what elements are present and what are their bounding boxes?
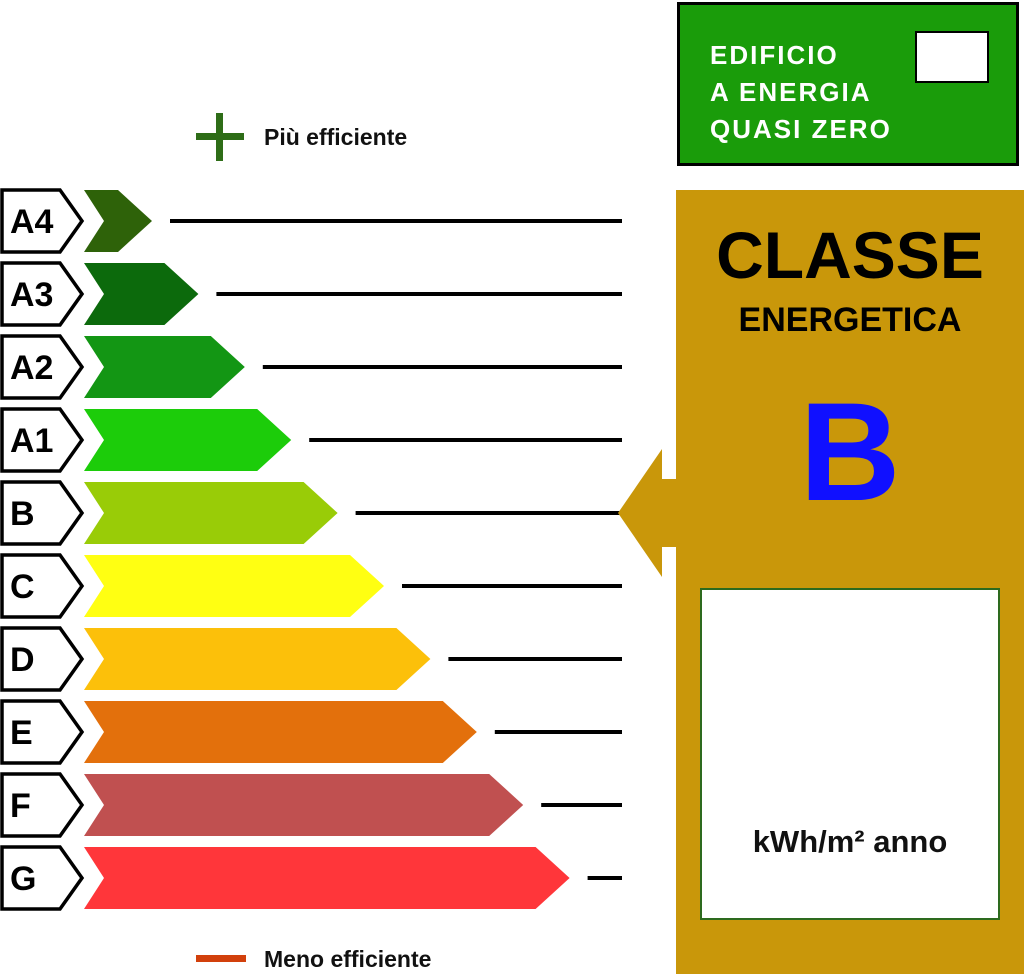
class-tag-a3 [0, 261, 85, 327]
class-bar-e [84, 701, 477, 763]
class-label-a2: A2 [10, 349, 53, 387]
nzeb-label: EDIFICIO A ENERGIA QUASI ZERO [710, 40, 892, 144]
class-tag-f [0, 772, 85, 838]
class-title: CLASSE [716, 218, 984, 292]
leader-line-a1 [309, 438, 622, 442]
class-tag-a2 [0, 334, 85, 400]
class-tag-e [0, 699, 85, 765]
class-tag-d [0, 626, 85, 692]
class-label-a4: A4 [10, 203, 54, 241]
class-row-b: B [0, 480, 622, 546]
class-bar-a3 [84, 263, 199, 325]
class-row-a1: A1 [0, 407, 622, 473]
leader-line-f [541, 803, 622, 807]
class-label-c: C [10, 568, 35, 606]
class-bar-g [84, 847, 570, 909]
leader-line-d [448, 657, 622, 661]
class-label-e: E [10, 714, 33, 752]
class-row-a3: A3 [0, 261, 622, 327]
class-row-g: G [0, 845, 622, 911]
class-tag-b [0, 480, 85, 546]
class-row-f: F [0, 772, 622, 838]
leader-line-b [355, 511, 622, 515]
energy-value-box: kWh/m² anno [700, 588, 1000, 920]
class-label-f: F [10, 787, 31, 825]
class-row-e: E [0, 699, 622, 765]
leader-line-e [494, 730, 622, 734]
class-label-a1: A1 [10, 422, 53, 460]
current-energy-class: B [799, 373, 901, 530]
class-label-a3: A3 [10, 276, 53, 314]
class-tag-a1 [0, 407, 85, 473]
leader-line-a3 [216, 292, 622, 296]
class-bar-d [84, 628, 431, 690]
nzeb-checkbox[interactable] [915, 31, 989, 83]
more-efficient-label: Più efficiente [264, 124, 407, 150]
nzeb-box: EDIFICIO A ENERGIA QUASI ZERO [677, 2, 1019, 166]
class-bar-a1 [84, 409, 292, 471]
less-efficient-label: Meno efficiente [264, 946, 431, 972]
class-subtitle: ENERGETICA [738, 301, 962, 339]
class-label-d: D [10, 641, 35, 679]
class-bar-a4 [84, 190, 152, 252]
class-bar-b [84, 482, 338, 544]
class-label-g: G [10, 860, 36, 898]
class-tag-a4 [0, 188, 85, 254]
class-row-d: D [0, 626, 622, 692]
current-class-pointer-arrow [618, 449, 680, 577]
leader-line-c [402, 584, 622, 588]
class-tag-g [0, 845, 85, 911]
class-tag-c [0, 553, 85, 619]
class-bar-c [84, 555, 384, 617]
class-row-a4: A4 [0, 188, 622, 254]
class-bar-a2 [84, 336, 245, 398]
class-label-b: B [10, 495, 35, 533]
energy-unit-label: kWh/m² anno [752, 824, 948, 859]
leader-line-a2 [262, 365, 622, 369]
leader-line-a4 [170, 219, 622, 223]
class-row-a2: A2 [0, 334, 622, 400]
leader-line-g [587, 876, 622, 880]
class-row-c: C [0, 553, 622, 619]
plus-icon [196, 113, 244, 161]
energy-class-panel: CLASSE ENERGETICA B kWh/m² anno [676, 190, 1024, 974]
minus-icon [196, 955, 246, 962]
class-bar-f [84, 774, 524, 836]
